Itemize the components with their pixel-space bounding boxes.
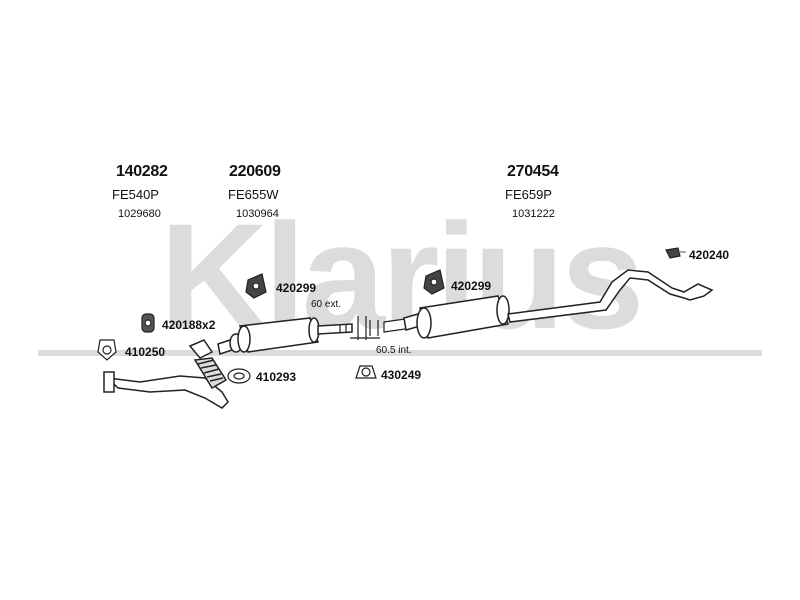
ext-pipe-dash <box>339 324 347 332</box>
rear-silencer-front-cap <box>416 307 432 339</box>
mid-silencer-front-cap <box>237 325 251 353</box>
clamp-430249[interactable] <box>355 365 377 379</box>
hanger-420188[interactable] <box>141 313 155 333</box>
front-pipe-inlet <box>188 339 214 359</box>
part-code-220609: FE655W <box>228 187 279 202</box>
part-code-140282: FE540P <box>112 187 159 202</box>
callout-410250: 410250 <box>125 345 166 359</box>
front-pipe-140282[interactable] <box>103 339 229 409</box>
flex-section <box>193 357 228 390</box>
part-code-270454: FE659P <box>505 187 552 202</box>
mid-silencer-body <box>239 317 319 353</box>
note-ext-length: 60 ext. <box>311 299 342 310</box>
front-pipe-outline <box>105 375 229 409</box>
callout-410293: 410293 <box>256 370 297 384</box>
callout-430249: 430249 <box>381 368 422 382</box>
flex-hatch <box>197 359 224 382</box>
rubber-hanger-hole <box>144 319 152 327</box>
mid-outlet-pipe <box>317 323 353 335</box>
rear-silencer-rear-cap <box>496 295 510 325</box>
part-number-140282: 140282 <box>116 163 168 180</box>
clamp-ring <box>361 367 371 377</box>
triangle-gasket-hole <box>102 345 112 355</box>
part-ref-270454: 1031222 <box>512 208 555 220</box>
gasket-410293[interactable] <box>227 368 251 384</box>
part-number-270454: 270454 <box>507 163 559 180</box>
part-ref-140282: 1029680 <box>118 208 161 220</box>
rear-bracket-icon <box>665 247 681 259</box>
part-ref-220609: 1030964 <box>236 208 279 220</box>
part-number-220609: 220609 <box>229 163 281 180</box>
ring-gasket-hole <box>233 372 245 380</box>
note-int-length: 60.5 int. <box>376 345 412 356</box>
callout-420240: 420240 <box>689 248 730 262</box>
rubber-mount-hole <box>252 282 260 290</box>
mount-420299-front[interactable] <box>245 273 267 299</box>
mount-420299-rear[interactable] <box>423 269 445 295</box>
callout-420299-front: 420299 <box>276 281 317 295</box>
rubber-mount-rear-hole <box>430 278 438 286</box>
callout-420299-rear: 420299 <box>451 279 492 293</box>
bracket-420240[interactable] <box>665 247 681 259</box>
rear-silencer-body <box>419 295 510 339</box>
middle-silencer-220609[interactable] <box>217 317 353 355</box>
callout-420188x2: 420188x2 <box>162 318 216 332</box>
rear-silencer-270454[interactable] <box>403 269 714 339</box>
gasket-410250[interactable] <box>97 339 117 361</box>
tail-pipe <box>507 269 714 323</box>
joint-clamp-marks <box>357 316 379 340</box>
watermark-underline <box>38 350 762 356</box>
front-pipe-flange <box>103 371 115 393</box>
